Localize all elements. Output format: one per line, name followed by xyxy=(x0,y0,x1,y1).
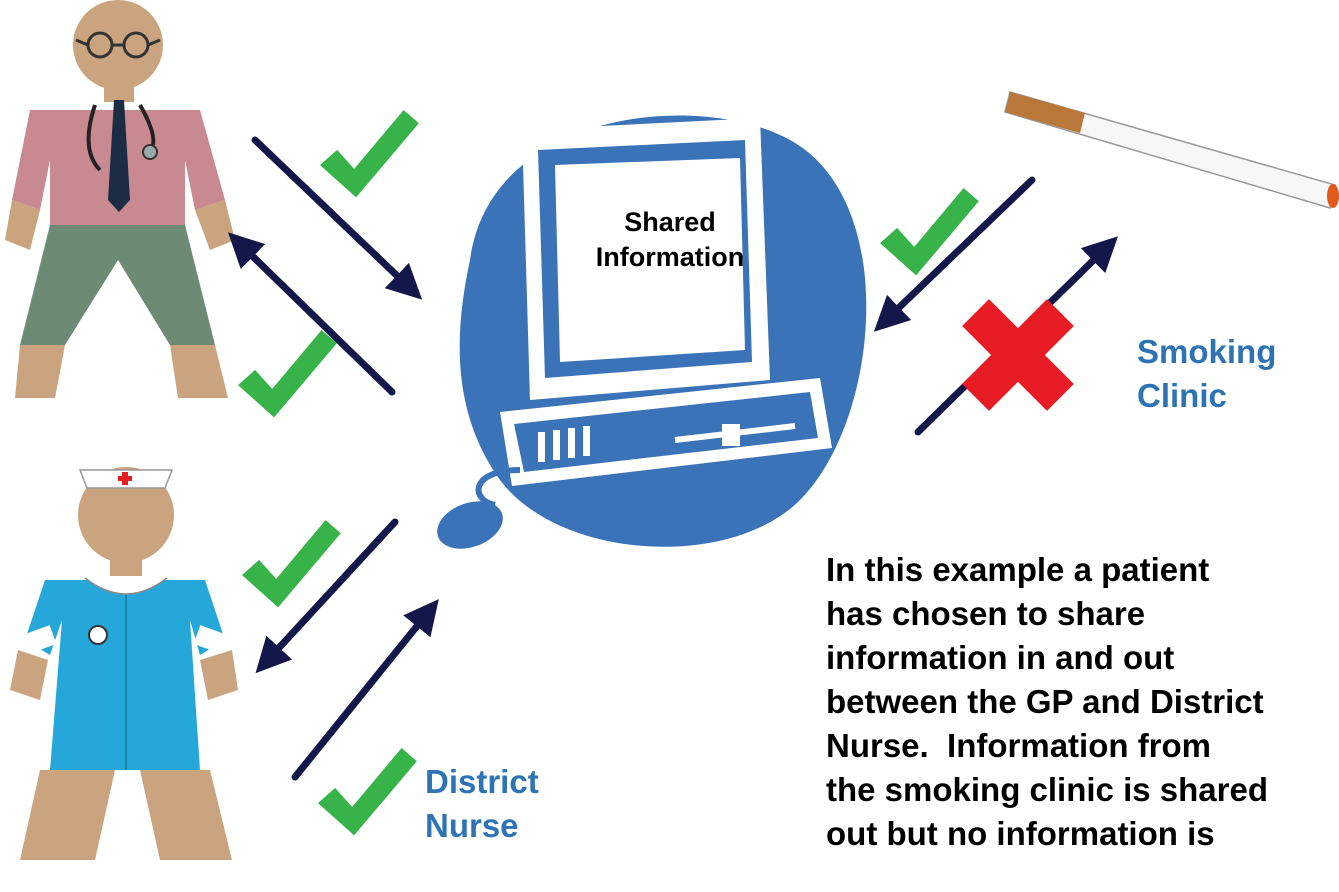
clinic-to-shared-arrow xyxy=(873,176,1036,332)
shared-to-gp-arrow xyxy=(227,232,396,396)
checkmark-icon xyxy=(242,520,341,608)
smoking-clinic-line-2: Clinic xyxy=(1137,377,1227,414)
district-nurse-line-2: Nurse xyxy=(425,807,519,844)
district-nurse-line-1: District xyxy=(425,763,539,800)
shared-to-nurse-arrow xyxy=(255,518,399,674)
cross-icon xyxy=(962,299,1074,411)
checkmark-icon xyxy=(320,110,419,198)
district-nurse-label: District Nurse xyxy=(425,760,539,848)
checkmark-icon xyxy=(238,330,337,418)
cigarette-icon xyxy=(1004,91,1339,209)
shared-information-label: Shared Information xyxy=(565,205,775,275)
gp-doctor-icon xyxy=(5,0,235,398)
checkmark-icon xyxy=(318,748,417,836)
nurse-to-shared-arrow xyxy=(291,599,439,781)
smoking-clinic-line-1: Smoking xyxy=(1137,333,1277,370)
shared-information-line-2: Information xyxy=(595,242,745,272)
explanation-caption: In this example a patient has chosen to … xyxy=(826,551,1268,852)
gp-to-shared-arrow xyxy=(251,136,423,300)
smoking-clinic-label: Smoking Clinic xyxy=(1137,330,1276,418)
district-nurse-icon xyxy=(10,467,238,860)
computer-icon xyxy=(437,115,867,549)
check-marks xyxy=(238,110,979,836)
shared-information-line-1: Shared xyxy=(624,207,716,237)
checkmark-icon xyxy=(880,188,979,276)
